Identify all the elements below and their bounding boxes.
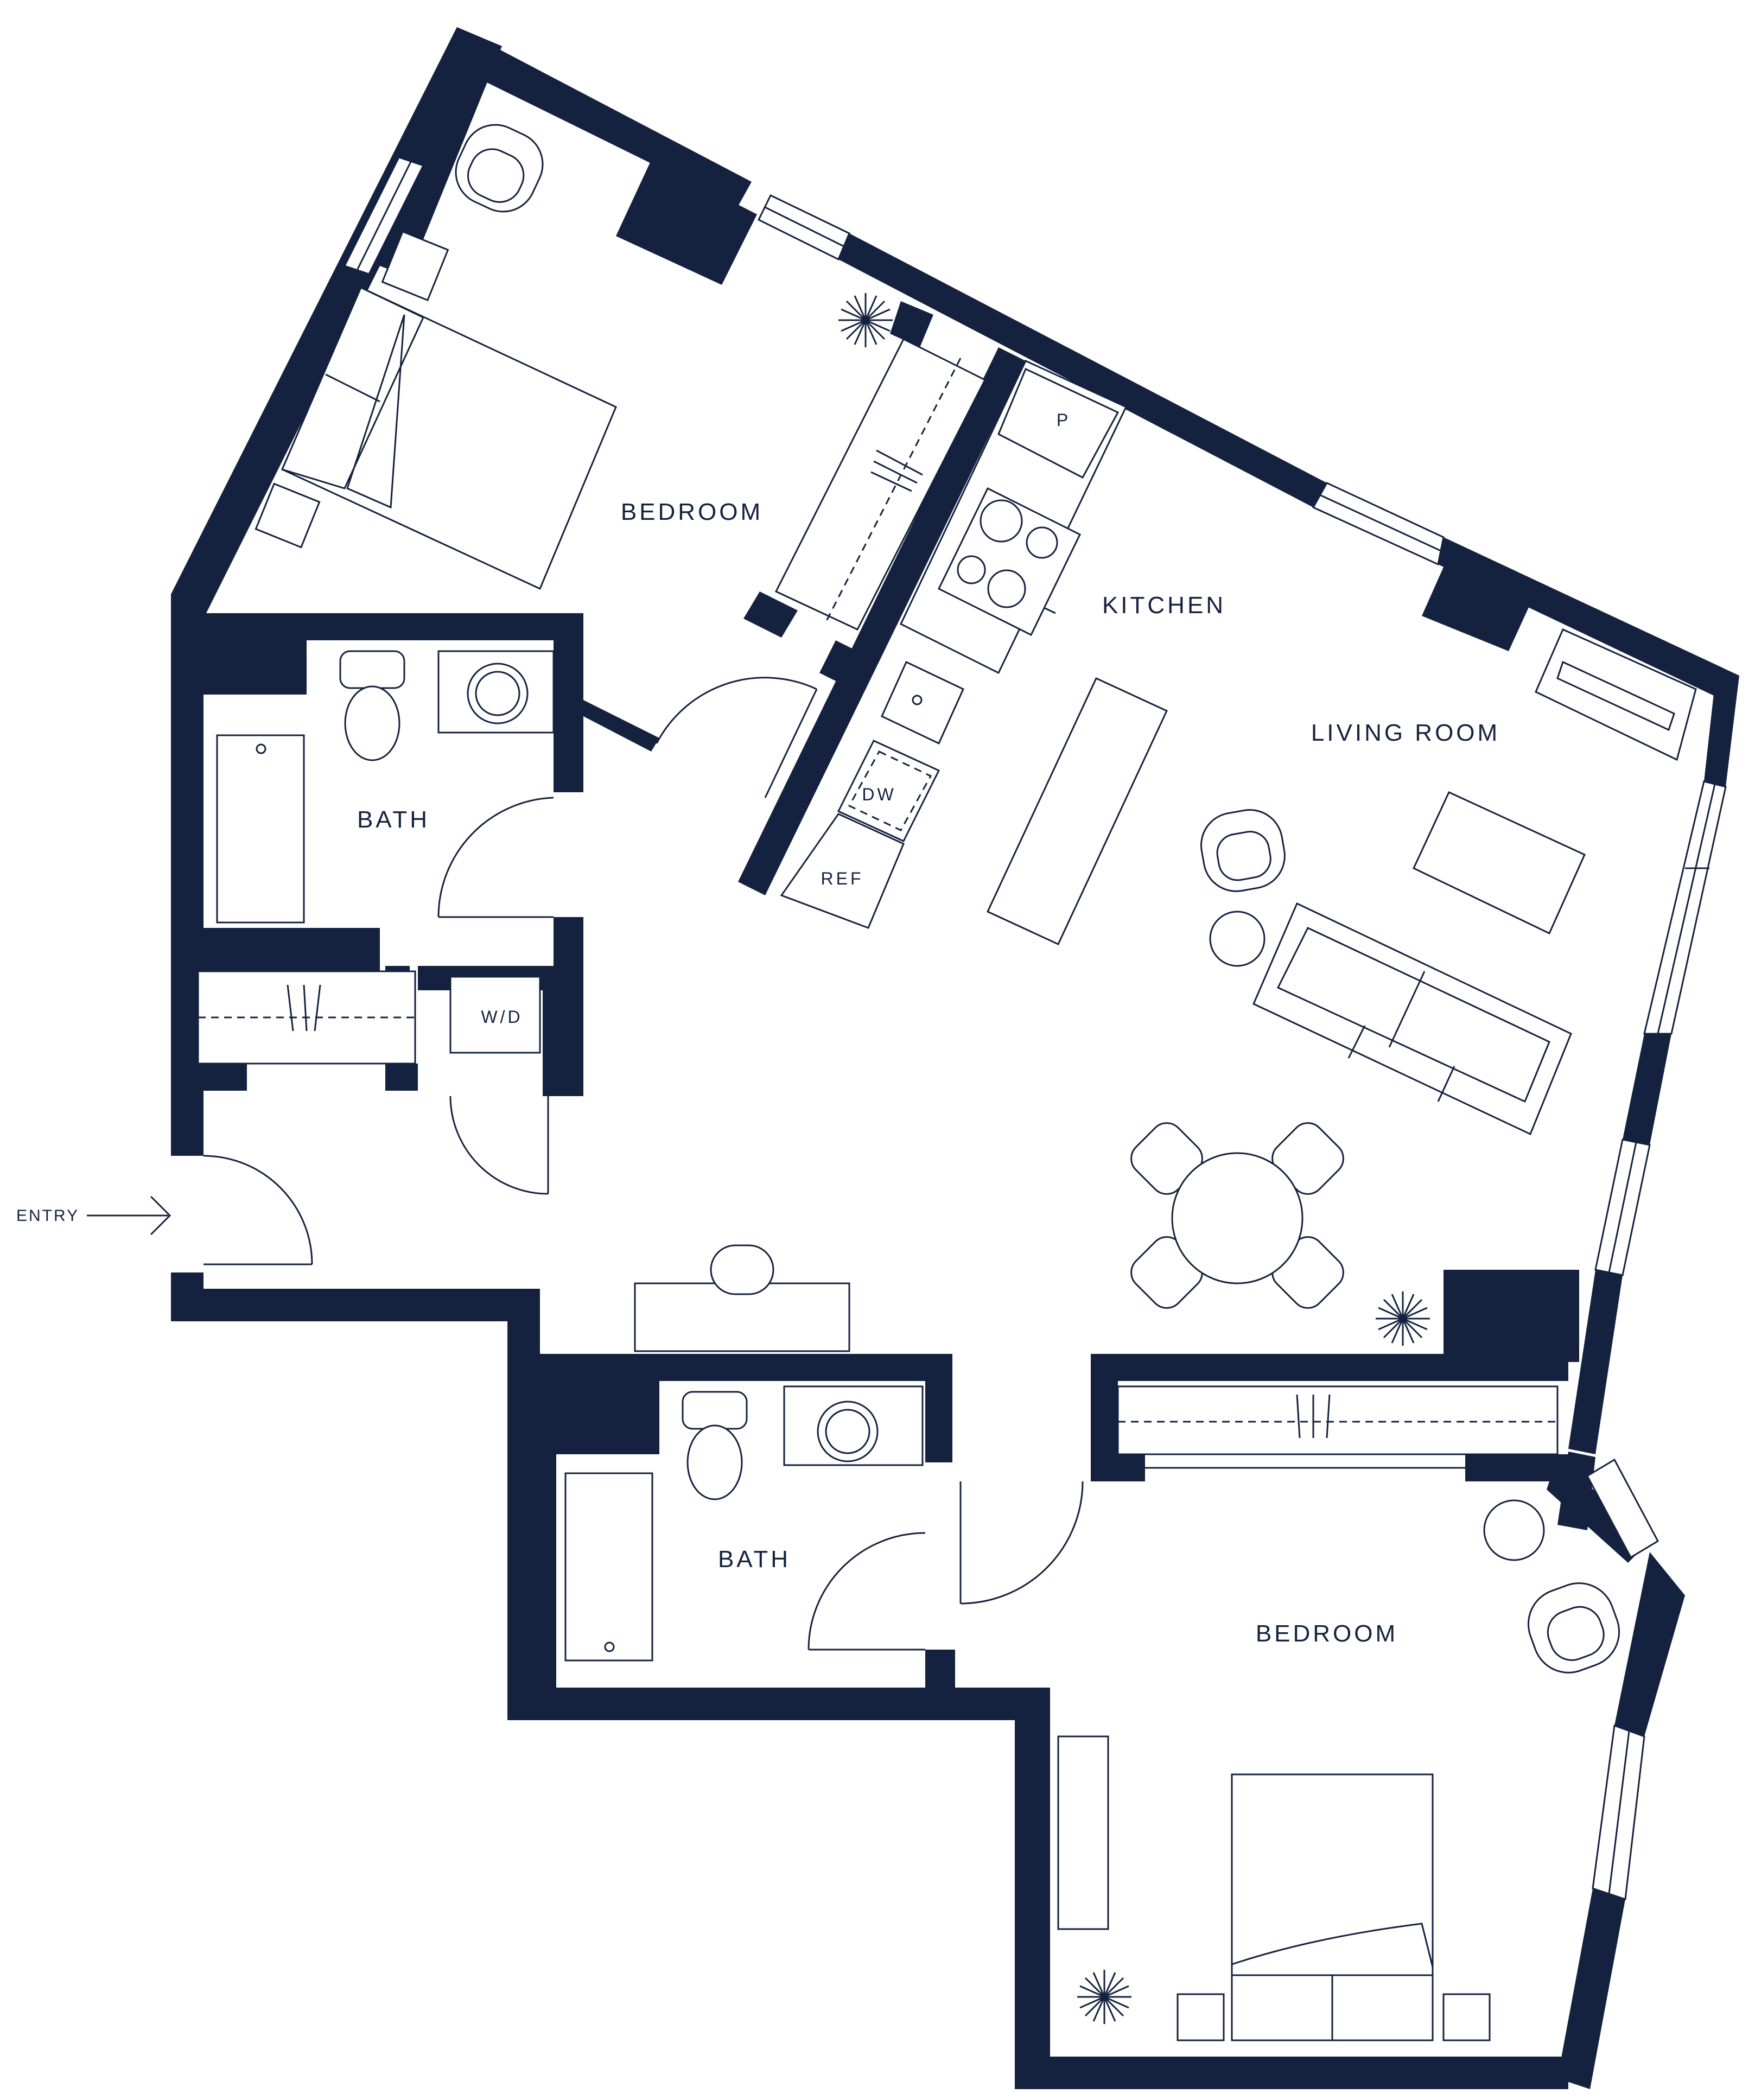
sink-icon [817,1401,879,1462]
doors [203,677,1084,1651]
sink-icon [467,663,529,724]
armchair-icon [1200,809,1286,892]
kitchen-island [987,677,1168,945]
toilet-icon [339,650,405,761]
room-label-kitchen: KITCHEN [1102,592,1226,619]
kitchen-sink-icon [881,660,964,745]
toilet-icon [682,1391,748,1500]
appliance-label-refrigerator: REF [821,869,864,888]
interior-walls [171,301,1568,1720]
entry-label: ENTRY [16,1207,79,1225]
room-label-bedroom-1: BEDROOM [621,499,763,525]
sofa-icon [1252,902,1572,1136]
room-label-living-room: LIVING ROOM [1311,720,1500,746]
armchair-icon [1483,1499,1545,1561]
living-room-furniture [634,628,1697,1352]
appliance-label-pantry: P [1057,410,1071,430]
room-label-bath-2: BATH [718,1546,791,1573]
bathtub [216,734,305,924]
plant-icon [1077,1970,1131,2024]
armchair-icon [455,124,544,213]
dresser [1057,1735,1109,1930]
bath-2-fixtures [564,1385,924,1662]
side-table [1209,911,1266,967]
plant-icon [1376,1291,1430,1346]
room-label-bath-1: BATH [357,806,430,833]
appliance-label-washer-dryer: W/D [481,1007,523,1027]
bedroom-1-furniture [255,124,987,631]
appliance-label-dishwasher: DW [862,785,896,804]
windows [343,156,1727,1901]
dishwasher [837,740,940,842]
pantry [997,367,1120,479]
kitchen-counter [780,360,1168,945]
arrow-right-icon [87,1195,171,1236]
bath-1-fixtures [197,650,555,1065]
exterior-walls [171,27,1739,2089]
plant-icon [838,293,893,347]
bathtub [564,1472,653,1662]
dining-table-icon [1130,1122,1344,1309]
room-labels: BEDROOM KITCHEN LIVING ROOM BATH BATH BE… [16,410,1500,1647]
armchair-icon [1527,1582,1620,1673]
washer-dryer [449,976,541,1054]
bedroom-2-furniture [1057,1385,1620,2041]
room-label-bedroom-2: BEDROOM [1256,1620,1398,1647]
refrigerator [780,813,905,929]
stove-icon [938,487,1081,637]
